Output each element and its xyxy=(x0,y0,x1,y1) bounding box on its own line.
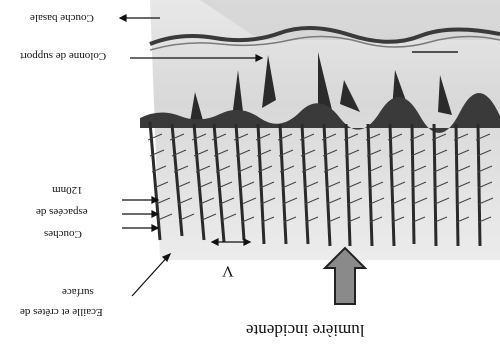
label-ecaille-cretes: Ecaille et crêtes de xyxy=(20,306,103,317)
label-incident-light: lumière incidente xyxy=(246,322,364,339)
ridge xyxy=(412,124,414,244)
ridge xyxy=(456,124,458,246)
arrow-scale-line xyxy=(132,254,170,296)
label-couches: Couches xyxy=(44,228,82,239)
label-v: V xyxy=(222,262,234,278)
ridge xyxy=(478,124,480,246)
arrow-basal-head xyxy=(120,15,126,21)
label-couche-basale: Couche basale xyxy=(30,12,94,23)
label-colonne-support: Colonne de support xyxy=(20,50,106,61)
ridge xyxy=(434,124,436,246)
arrow-layers-3-head xyxy=(152,225,158,231)
label-nm: 120nm xyxy=(52,184,83,195)
label-ecaille-surface: surface xyxy=(62,286,94,297)
label-espacees: espacées de xyxy=(36,206,88,217)
